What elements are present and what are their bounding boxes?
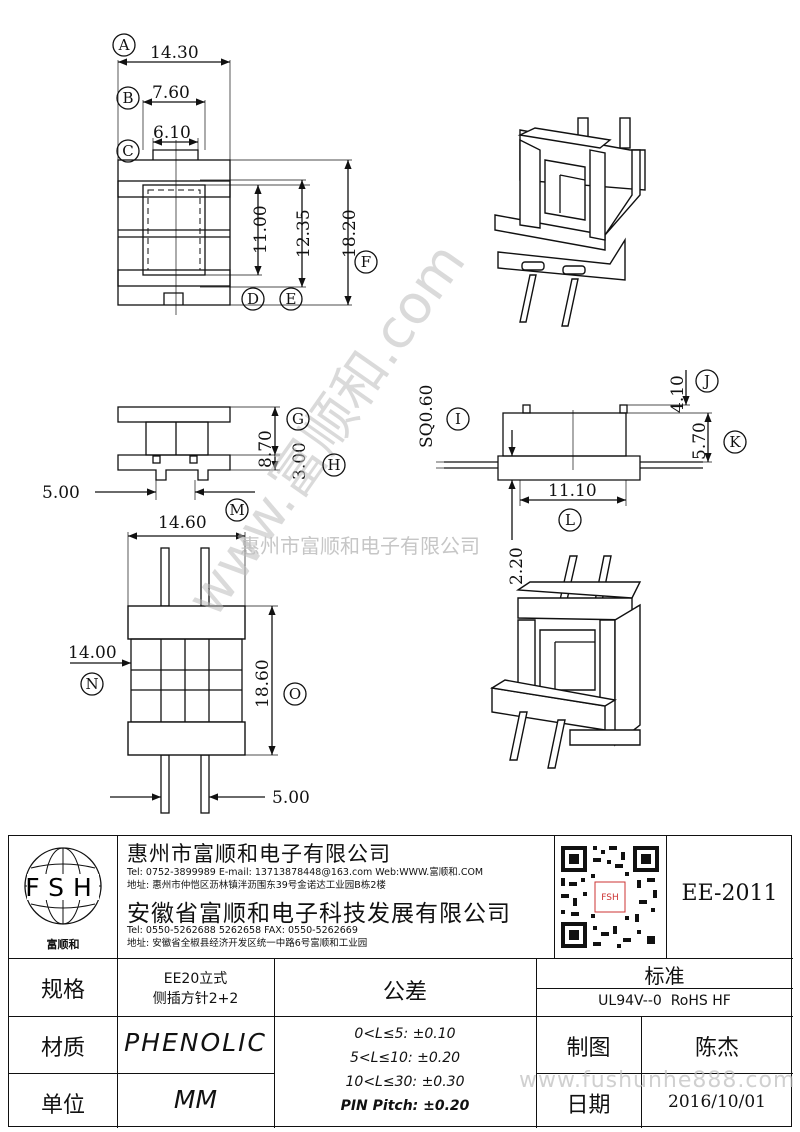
unit-label: 单位 <box>40 1093 85 1118</box>
svg-text:C: C <box>122 142 133 160</box>
dim-n-top: 14.60 <box>158 513 207 533</box>
dim-n: 14.00 <box>68 643 117 663</box>
part-number: EE-2011 <box>681 881 778 906</box>
dim-f: 18.20 <box>340 209 360 258</box>
svg-text:M: M <box>229 501 244 519</box>
dim-g: 8.70 <box>256 430 276 468</box>
svg-text:N: N <box>85 675 98 693</box>
dim-c: 6.10 <box>153 123 191 143</box>
company1-name: 惠州市富顺和电子有限公司 <box>127 842 391 866</box>
dim-k: 5.70 <box>690 422 710 460</box>
dim-h: 3.00 <box>290 442 310 480</box>
logo: FSH 富顺和 <box>9 836 117 958</box>
tolerance-1: 0<L≤5: ±0.10 <box>354 1026 456 1042</box>
dim-p: 2.20 <box>507 547 527 585</box>
marker-d: D <box>241 287 265 311</box>
logo-name: 富顺和 <box>46 938 80 951</box>
marker-g: G <box>286 407 310 431</box>
svg-text:H: H <box>327 456 340 474</box>
standard-label: 标准 <box>644 964 685 988</box>
svg-text:A: A <box>118 36 130 54</box>
top-view: 14.30 7.60 6.10 11.00 12.35 18.20 <box>117 43 360 315</box>
marker-e: E <box>279 287 303 311</box>
material-value: PHENOLIC <box>124 1028 267 1057</box>
watermark-url: www.fushunhe888.com <box>519 1068 796 1093</box>
company1-address: 地址: 惠州市仲恺区沥林镇泮沥围东39号金诺达工业园B栋2楼 <box>127 880 386 891</box>
technical-drawing: 14.30 7.60 6.10 11.00 12.35 18.20 <box>42 33 747 814</box>
date-label: 日期 <box>566 1093 611 1118</box>
svg-text:B: B <box>122 89 133 107</box>
isometric-view-top <box>494 117 646 327</box>
title-block: FSH 富顺和 惠州市富顺和电子有限公司 Tel: 0752-3899989 E… <box>8 835 796 1128</box>
standard-value: UL94V--0 RoHS HF <box>598 993 731 1009</box>
marker-b: B <box>116 86 140 110</box>
drawn-label: 制图 <box>566 1036 611 1061</box>
marker-k: K <box>723 430 747 454</box>
spec-value-2: 侧插方针2+2 <box>152 991 239 1007</box>
dim-o: 18.60 <box>253 659 273 708</box>
dim-a: 14.30 <box>150 43 199 63</box>
svg-text:FSH: FSH <box>25 873 101 902</box>
spec-value-1: EE20立式 <box>163 971 228 987</box>
dim-d: 11.00 <box>251 205 271 254</box>
side-view: 8.70 3.00 5.00 <box>42 406 310 503</box>
marker-i: I <box>446 407 470 431</box>
tolerance-4: PIN Pitch: ±0.20 <box>340 1098 470 1114</box>
qr-code: FSH <box>557 842 663 952</box>
dim-e: 12.35 <box>294 209 314 258</box>
company1-contact: Tel: 0752-3899989 E-mail: 13713878448@16… <box>127 867 484 878</box>
svg-text:FSH: FSH <box>601 893 619 903</box>
svg-text:D: D <box>247 290 259 308</box>
marker-n: N <box>80 672 104 696</box>
svg-text:I: I <box>455 410 461 428</box>
front-view: SQ0.60 4.10 5.70 11.10 2.20 <box>417 370 712 585</box>
bottom-view: 14.60 14.00 18.60 5.00 <box>68 513 310 814</box>
svg-text:J: J <box>702 372 710 390</box>
tolerance-3: 10<L≤30: ±0.30 <box>345 1074 465 1090</box>
dim-j: 4.10 <box>668 375 688 413</box>
material-label: 材质 <box>40 1036 85 1061</box>
dim-b: 7.60 <box>152 83 190 103</box>
tolerance-label: 公差 <box>382 980 427 1005</box>
svg-text:E: E <box>286 290 297 308</box>
date-value: 2016/10/01 <box>668 1092 766 1112</box>
svg-text:L: L <box>565 511 575 529</box>
marker-o: O <box>283 682 307 706</box>
svg-text:K: K <box>729 433 741 451</box>
tolerance-2: 5<L≤10: ±0.20 <box>349 1050 461 1066</box>
marker-h: H <box>322 453 346 477</box>
marker-c: C <box>116 139 140 163</box>
marker-j: J <box>695 369 719 393</box>
svg-text:F: F <box>361 253 371 271</box>
marker-f: F <box>354 250 378 274</box>
drawn-value: 陈杰 <box>694 1036 739 1061</box>
unit-value: MM <box>173 1085 218 1114</box>
svg-text:O: O <box>289 685 301 703</box>
company-info: 惠州市富顺和电子有限公司 Tel: 0752-3899989 E-mail: 1… <box>127 838 552 958</box>
marker-m: M <box>225 498 249 522</box>
dim-bottom: 5.00 <box>272 788 310 808</box>
dim-m: 5.00 <box>42 483 80 503</box>
company2-address: 地址: 安徽省全椒县经济开发区统一中路6号富顺和工业园 <box>127 938 368 949</box>
company2-contact: Tel: 0550-5262688 5262658 FAX: 0550-5262… <box>127 925 358 936</box>
qr-code-icon: FSH <box>557 842 663 952</box>
dim-l: 11.10 <box>548 481 597 501</box>
marker-a: A <box>112 33 136 57</box>
isometric-view-bottom <box>490 555 642 769</box>
marker-l: L <box>558 508 582 532</box>
watermark-company: 惠州市富顺和电子有限公司 <box>240 534 480 558</box>
svg-text:G: G <box>292 410 304 428</box>
company2-name: 安徽省富顺和电子科技发展有限公司 <box>127 901 511 927</box>
spec-label: 规格 <box>40 978 85 1003</box>
dim-i: SQ0.60 <box>417 385 437 448</box>
globe-logo-icon: FSH <box>24 847 102 925</box>
